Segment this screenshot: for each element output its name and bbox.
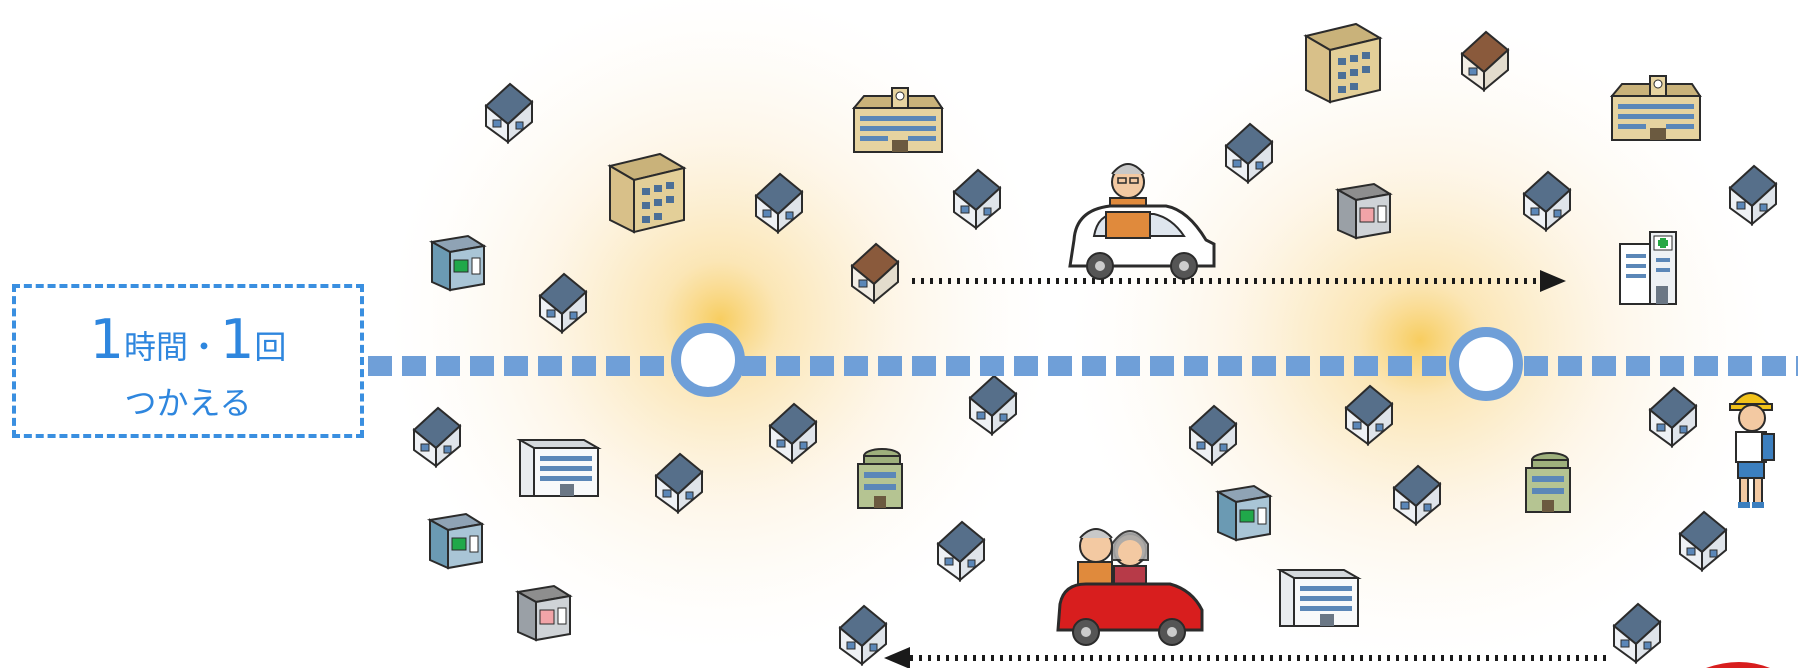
office-building-icon bbox=[1306, 24, 1380, 102]
separator-dot: ・ bbox=[188, 328, 220, 366]
usage-limit-line2: つかえる bbox=[16, 378, 360, 424]
child-with-yellow-hat-icon bbox=[1730, 393, 1774, 508]
shop-icon bbox=[430, 514, 482, 568]
school-icon bbox=[854, 88, 942, 152]
bus-stop-right bbox=[1454, 332, 1518, 396]
hours-number: 1 bbox=[90, 308, 124, 371]
shop-icon bbox=[1338, 184, 1390, 238]
usage-limit-label: 1時間・1回 つかえる bbox=[12, 284, 364, 438]
office-building-icon bbox=[520, 440, 598, 496]
shop-icon bbox=[858, 449, 902, 508]
usage-limit-line1: 1時間・1回 bbox=[16, 310, 360, 370]
shop-icon bbox=[432, 236, 484, 290]
shop-icon bbox=[1526, 453, 1570, 512]
times-number: 1 bbox=[220, 308, 254, 371]
office-building-icon bbox=[610, 154, 684, 232]
times-word: 回 bbox=[254, 328, 286, 366]
shop-icon bbox=[518, 586, 570, 640]
school-icon bbox=[1612, 76, 1700, 140]
corner-red-mark bbox=[1706, 662, 1770, 668]
house-icon bbox=[1614, 604, 1660, 662]
arrow-head-left-icon bbox=[884, 647, 910, 668]
office-building-icon bbox=[1280, 570, 1358, 626]
bus-stop-left bbox=[676, 328, 740, 392]
shop-icon bbox=[1218, 486, 1270, 540]
hours-word: 時間 bbox=[124, 328, 188, 366]
